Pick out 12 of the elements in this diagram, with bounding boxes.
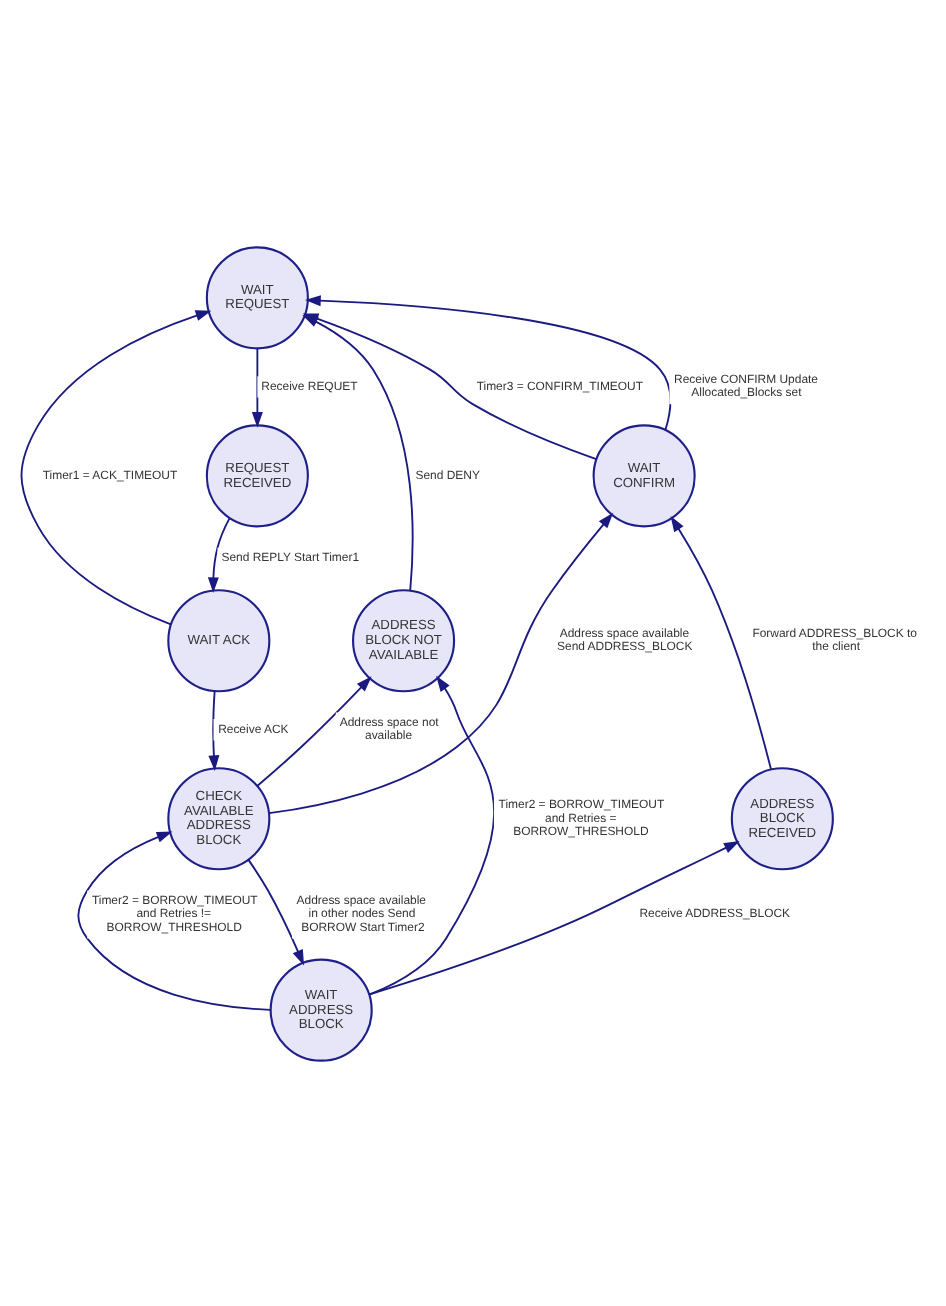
arrow [368, 674, 495, 995]
arrow [208, 689, 220, 771]
arrow [670, 514, 772, 770]
arrow [305, 294, 672, 430]
arrow [207, 516, 231, 593]
arrow [251, 346, 263, 427]
arrow [247, 857, 304, 965]
arrow [20, 309, 212, 625]
arrow [368, 840, 740, 995]
arrow [256, 675, 372, 786]
arrow [268, 511, 614, 814]
arrow [77, 830, 272, 1010]
